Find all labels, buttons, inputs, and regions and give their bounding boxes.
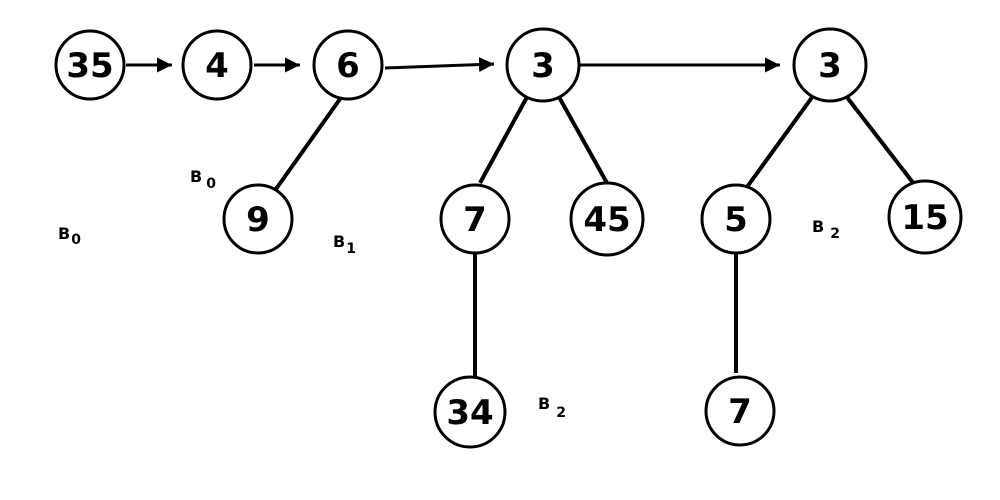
node-3b: 3 — [792, 27, 868, 103]
node-7b-value: 7 — [728, 392, 752, 432]
node-45-value: 45 — [583, 200, 630, 240]
edge-6-9 — [274, 97, 342, 191]
label-b0-upper-main: B — [190, 167, 202, 186]
node-7a-value: 7 — [463, 200, 487, 240]
node-5-value: 5 — [724, 200, 748, 240]
node-6-value: 6 — [336, 46, 360, 86]
node-7b: 7 — [704, 375, 776, 447]
node-4-value: 4 — [205, 46, 229, 86]
label-b0-left-sub: 0 — [71, 232, 81, 248]
label-b2-right-sub: 2 — [830, 226, 840, 242]
node-35-value: 35 — [66, 46, 113, 86]
label-b0-upper-sub: 0 — [206, 176, 216, 192]
node-3a: 3 — [505, 27, 581, 103]
label-b1-sub: 1 — [346, 241, 356, 257]
label-b0-left-main: B — [58, 224, 70, 243]
node-34-value: 34 — [446, 393, 493, 433]
node-45: 45 — [569, 181, 645, 257]
edge-3b-15 — [844, 94, 916, 186]
node-35: 35 — [54, 29, 126, 101]
node-15: 15 — [887, 179, 963, 255]
edge-3a-45 — [557, 96, 609, 184]
node-9-value: 9 — [246, 200, 270, 240]
node-5: 5 — [700, 183, 772, 255]
label-b2-right-main: B — [812, 217, 824, 236]
label-b2-bottom-main: B — [538, 394, 550, 413]
node-34: 34 — [433, 375, 507, 449]
label-b2-bottom-sub: 2 — [556, 405, 566, 421]
node-4: 4 — [181, 29, 253, 101]
node-6: 6 — [312, 29, 384, 101]
arrow-6-to-3a — [384, 57, 495, 73]
node-3b-value: 3 — [818, 46, 842, 86]
edge-3a-7a — [478, 96, 529, 184]
node-3a-value: 3 — [531, 46, 555, 86]
label-b1-main: B — [333, 232, 345, 251]
node-9: 9 — [222, 183, 294, 255]
label-b0-left: B0 — [58, 224, 81, 248]
label-b1: B1 — [333, 232, 356, 257]
edge-3b-5 — [745, 94, 815, 189]
node-15-value: 15 — [901, 198, 948, 238]
node-7a: 7 — [439, 183, 511, 255]
